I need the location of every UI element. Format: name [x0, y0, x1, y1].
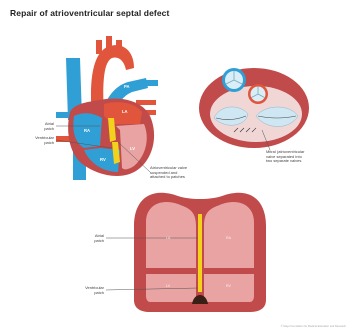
lower-chamber-upper-right [204, 202, 254, 268]
label-ventricular-patch: Ventricular patch [20, 136, 54, 145]
chamber-label-ao: Ao [107, 70, 113, 75]
arch-branch [116, 40, 122, 52]
lower-chamber-upper-left [146, 202, 196, 268]
label-mitral-valve: Mitral (atrioventricular valve separated… [266, 150, 336, 164]
pulmonary-branch [140, 80, 158, 86]
lower-chamber-label-la: LA [166, 236, 170, 240]
chamber-label-ra: RA [84, 128, 90, 133]
arch-branch [96, 40, 102, 54]
lower-chamber-lower-right [204, 274, 254, 302]
label-av-valve: Atrioventricular valve suspended and att… [150, 166, 212, 180]
arch-branch [106, 36, 112, 50]
label-lower-ventricular-patch: Ventricular patch [70, 286, 104, 295]
chamber-label-pa: PA [124, 84, 130, 89]
valve-view [199, 68, 309, 150]
chamber-label-lv: LV [130, 146, 135, 151]
credit-line: © Mayo Foundation for Medical Education … [281, 325, 346, 328]
label-atrial-patch: Atrial patch [28, 122, 54, 131]
lower-chamber-label-lv: LV [166, 284, 170, 288]
vessel-stub [56, 112, 70, 118]
chamber-label-la: LA [122, 109, 128, 114]
pulmonary-vein [136, 100, 156, 105]
chamber-label-rv: RV [100, 157, 106, 162]
lower-chamber-label-ra: RA [226, 236, 231, 240]
heart-cross-section [56, 36, 158, 180]
lower-chamber-label-rv: RV [226, 284, 231, 288]
lower-ventricular-patch [198, 270, 202, 292]
label-lower-atrial-patch: Atrial patch [78, 234, 104, 243]
lower-patch-view [106, 193, 266, 312]
lower-atrial-patch [198, 214, 202, 270]
